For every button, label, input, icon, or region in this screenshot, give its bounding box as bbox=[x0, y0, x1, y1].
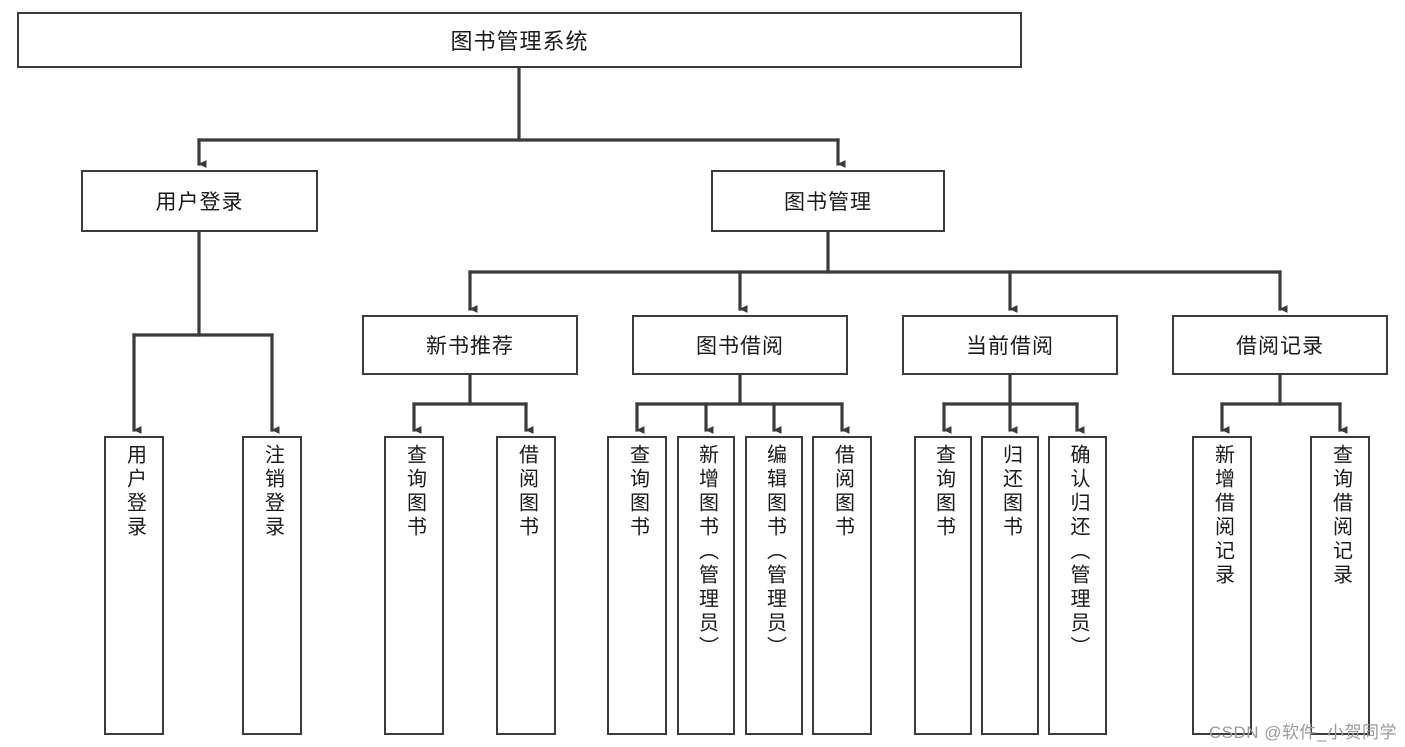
node-book-borrow[interactable]: 图书借阅 bbox=[632, 315, 848, 375]
node-label: 借阅图书 bbox=[515, 444, 538, 540]
node-label: 查询图书 bbox=[932, 444, 955, 540]
node-label: 图书管理系统 bbox=[450, 29, 589, 54]
node-root-system[interactable]: 图书管理系统 bbox=[17, 12, 1022, 68]
node-leaf-query-book-2[interactable]: 查询图书 bbox=[607, 436, 667, 735]
csdn-watermark: CSDN @软件_小贺同学 bbox=[1208, 723, 1397, 742]
node-leaf-query-book-1[interactable]: 查询图书 bbox=[384, 436, 444, 735]
node-user-login[interactable]: 用户登录 bbox=[81, 170, 318, 232]
node-leaf-add-book[interactable]: 新增图书（管理员） bbox=[677, 436, 735, 735]
node-current-borrow[interactable]: 当前借阅 bbox=[902, 315, 1118, 375]
node-leaf-query-record[interactable]: 查询借阅记录 bbox=[1310, 436, 1370, 735]
node-new-book-recommend[interactable]: 新书推荐 bbox=[362, 315, 578, 375]
node-leaf-borrow-book-1[interactable]: 借阅图书 bbox=[496, 436, 556, 735]
node-leaf-query-book-3[interactable]: 查询图书 bbox=[914, 436, 972, 735]
node-label: 归还图书 bbox=[999, 444, 1022, 540]
node-label: 查询图书 bbox=[626, 444, 649, 540]
node-leaf-user-login[interactable]: 用户登录 bbox=[104, 436, 164, 735]
node-label: 图书管理 bbox=[784, 191, 872, 214]
node-label: 注销登录 bbox=[261, 444, 284, 540]
node-label: 借阅图书 bbox=[831, 444, 854, 540]
node-leaf-confirm-return[interactable]: 确认归还（管理员） bbox=[1048, 436, 1107, 735]
node-leaf-borrow-book-2[interactable]: 借阅图书 bbox=[812, 436, 872, 735]
node-label: 新书推荐 bbox=[426, 335, 514, 358]
node-label: 新增图书（管理员） bbox=[695, 444, 718, 660]
node-leaf-edit-book[interactable]: 编辑图书（管理员） bbox=[745, 436, 803, 735]
node-label: 当前借阅 bbox=[966, 335, 1054, 358]
node-leaf-logout-login[interactable]: 注销登录 bbox=[242, 436, 302, 735]
node-label: 用户登录 bbox=[155, 191, 244, 214]
node-label: 图书借阅 bbox=[696, 335, 784, 358]
node-leaf-return-book[interactable]: 归还图书 bbox=[981, 436, 1039, 735]
node-label: 编辑图书（管理员） bbox=[763, 444, 786, 660]
node-leaf-add-record[interactable]: 新增借阅记录 bbox=[1192, 436, 1252, 735]
node-label: 查询借阅记录 bbox=[1329, 444, 1352, 588]
node-label: 查询图书 bbox=[403, 444, 426, 540]
node-borrow-record[interactable]: 借阅记录 bbox=[1172, 315, 1388, 375]
node-label: 借阅记录 bbox=[1236, 335, 1324, 358]
node-label: 确认归还（管理员） bbox=[1067, 444, 1089, 660]
node-book-management[interactable]: 图书管理 bbox=[711, 170, 945, 232]
node-label: 新增借阅记录 bbox=[1211, 444, 1234, 588]
node-label: 用户登录 bbox=[123, 444, 146, 540]
